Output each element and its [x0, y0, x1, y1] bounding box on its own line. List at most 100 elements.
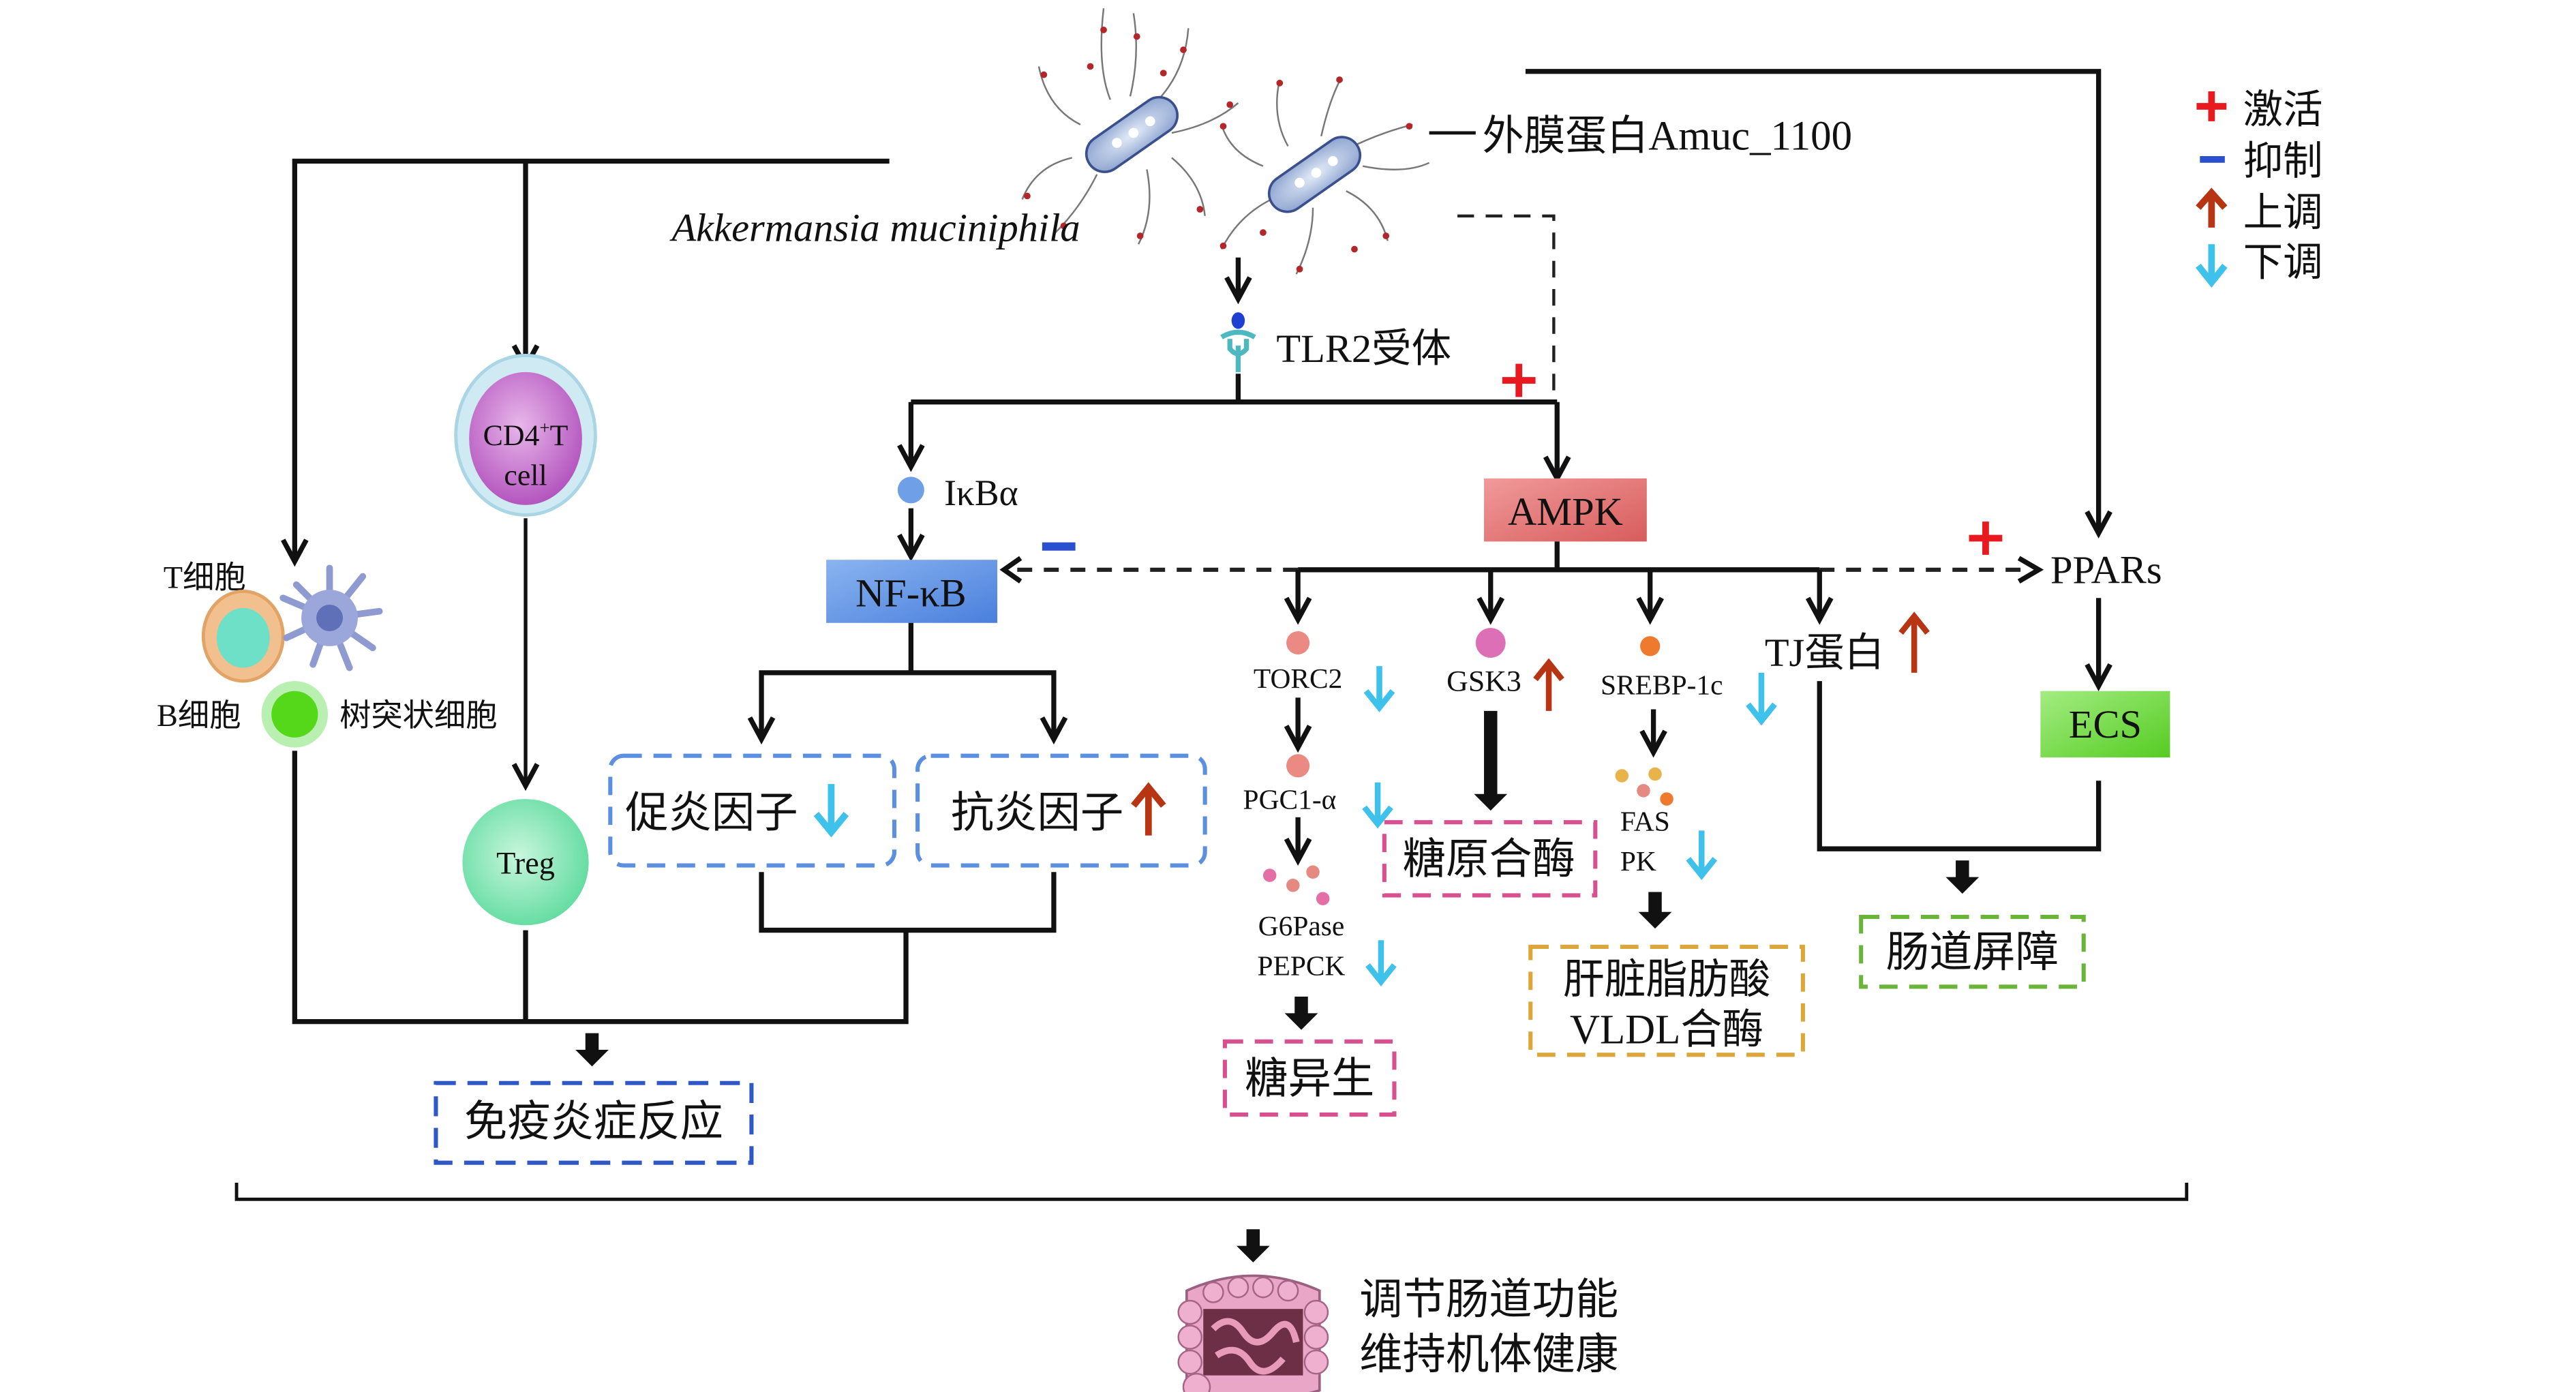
down-arrow-icon: [813, 784, 849, 838]
legend-label: 激活: [2243, 87, 2323, 132]
torc2-dot-icon: [1286, 631, 1310, 655]
cd4-t-cell-icon: [454, 354, 597, 517]
ecs-label: ECS: [2069, 702, 2142, 746]
intestine-icon: [1177, 1274, 1329, 1392]
pro-inflammatory-box[interactable]: [608, 753, 897, 868]
g6pase-label: G6Pase: [1258, 910, 1345, 941]
cd4-label-line2: cell: [504, 459, 547, 492]
pro-inflammatory-label: 促炎因子: [625, 789, 798, 837]
arrow-head: [281, 539, 309, 567]
gluconeogenesis-label: 糖异生: [1245, 1055, 1374, 1102]
down-arrow-icon: [1362, 782, 1393, 829]
nfkb-label: NF-κB: [855, 571, 967, 615]
liver-fatty-acid-label: 肝脏脂肪酸: [1563, 957, 1771, 1003]
tj-protein-label: TJ蛋白: [1765, 631, 1884, 675]
glycogen-synthase-label: 糖原合酶: [1403, 836, 1575, 883]
treg-cell-icon: [462, 799, 589, 926]
arrow-head: [511, 763, 540, 791]
down-arrow-icon: [1746, 672, 1777, 726]
thick-arrow-icon: [1284, 997, 1318, 1030]
final-outcome-line1: 调节肠道功能: [1359, 1275, 1618, 1323]
bacterium-name: Akkermansia muciniphila: [669, 205, 1080, 249]
thick-arrow-icon: [575, 1033, 609, 1067]
pgc1a-label: PGC1-α: [1243, 784, 1337, 815]
summary-bracket: [234, 1182, 2189, 1201]
immune-outcome-label: 免疫炎症反应: [464, 1098, 723, 1146]
glycogen-synthase-box[interactable]: [1382, 820, 1598, 898]
legend-item-down: 下调: [2196, 241, 2323, 288]
bacterium-icon: [1219, 76, 1430, 275]
bacterium-icon: [1021, 8, 1239, 245]
enzyme-dots-icon: [1262, 865, 1330, 906]
arrow-head: [1284, 725, 1312, 753]
gsk3-label: GSK3: [1446, 665, 1521, 698]
liver-fatty-acid-box[interactable]: [1528, 944, 1805, 1057]
final-outcome-line2: 维持机体健康: [1359, 1331, 1618, 1378]
gluconeogenesis-box[interactable]: [1222, 1039, 1397, 1117]
srebp-label: SREBP-1c: [1601, 669, 1723, 701]
tlr2-label: TLR2受体: [1276, 327, 1451, 371]
b-cell-icon: [261, 681, 329, 748]
arrow-head: [1805, 596, 1834, 625]
down-arrow-icon: [1365, 940, 1397, 986]
activate-plus-icon: [1969, 521, 2003, 555]
arrow-head: [1476, 596, 1505, 625]
tlr2-receptor-icon: [1220, 312, 1256, 372]
arrow-head: [2017, 556, 2044, 584]
legend-label: 抑制: [2243, 139, 2323, 183]
connector-line: [292, 158, 890, 557]
thick-arrow-icon: [1638, 892, 1672, 929]
thick-arrow-icon: [1945, 860, 1980, 894]
legend-item-up: 上调: [2196, 187, 2323, 234]
arrow-head: [999, 556, 1022, 584]
arrow-head: [1284, 837, 1312, 866]
intestinal-barrier-box[interactable]: [1859, 915, 2086, 989]
legend-item-inhibit: 抑制: [2200, 139, 2323, 183]
arrow-head: [1636, 596, 1664, 625]
ampk-label: AMPK: [1508, 489, 1623, 534]
torc2-label: TORC2: [1254, 663, 1342, 694]
b-cell-label: B细胞: [157, 699, 241, 733]
legend-item-activate: 激活: [2196, 87, 2323, 132]
up-arrow-icon: [1533, 658, 1564, 711]
legend-label: 下调: [2243, 241, 2323, 285]
treg-label: Treg: [496, 847, 555, 881]
arrow-head: [2085, 510, 2112, 539]
arrow-head: [1639, 729, 1667, 758]
intestinal-barrier-label: 肠道屏障: [1886, 928, 2059, 976]
t-cell-icon: [201, 590, 285, 683]
dendritic-cell-label: 树突状细胞: [339, 699, 497, 733]
arrow-head: [747, 716, 776, 745]
down-arrow-icon: [1686, 830, 1718, 880]
dashed-connector: [1457, 214, 1556, 399]
legend-label: 上调: [2243, 190, 2323, 234]
ppars-label: PPARs: [2050, 547, 2162, 592]
plus-icon: [2196, 91, 2227, 121]
vldl-synthase-label: VLDL合酶: [1570, 1007, 1763, 1053]
nfkb-box: [826, 560, 998, 623]
srebp-dot-icon: [1640, 636, 1661, 656]
t-cell-label: T细胞: [164, 561, 246, 596]
connector-line: [1525, 69, 2102, 528]
connector-line: [759, 622, 1057, 735]
ecs-box: [2040, 691, 2170, 758]
immune-outcome-box: [434, 1080, 754, 1165]
arrow-head: [1224, 276, 1252, 305]
arrow-head: [897, 533, 925, 562]
connector-line: [1298, 541, 1820, 573]
anti-inflammatory-box[interactable]: [915, 753, 1207, 868]
up-arrow-icon: [2196, 187, 2228, 228]
connector-line: [292, 751, 909, 1025]
up-arrow-icon: [1898, 611, 1930, 673]
fas-label: FAS: [1620, 805, 1670, 836]
pepck-label: PEPCK: [1258, 950, 1346, 981]
ampk-box: [1484, 478, 1647, 542]
thick-arrow-icon: [1474, 710, 1508, 811]
down-arrow-icon: [1363, 666, 1395, 712]
outer-membrane-protein-label: 外膜蛋白Amuc_1100: [1483, 113, 1852, 159]
pk-label: PK: [1620, 845, 1656, 877]
gsk3-dot-icon: [1475, 628, 1506, 658]
arrow-head: [897, 444, 925, 472]
activate-plus-icon: [1502, 363, 1536, 397]
